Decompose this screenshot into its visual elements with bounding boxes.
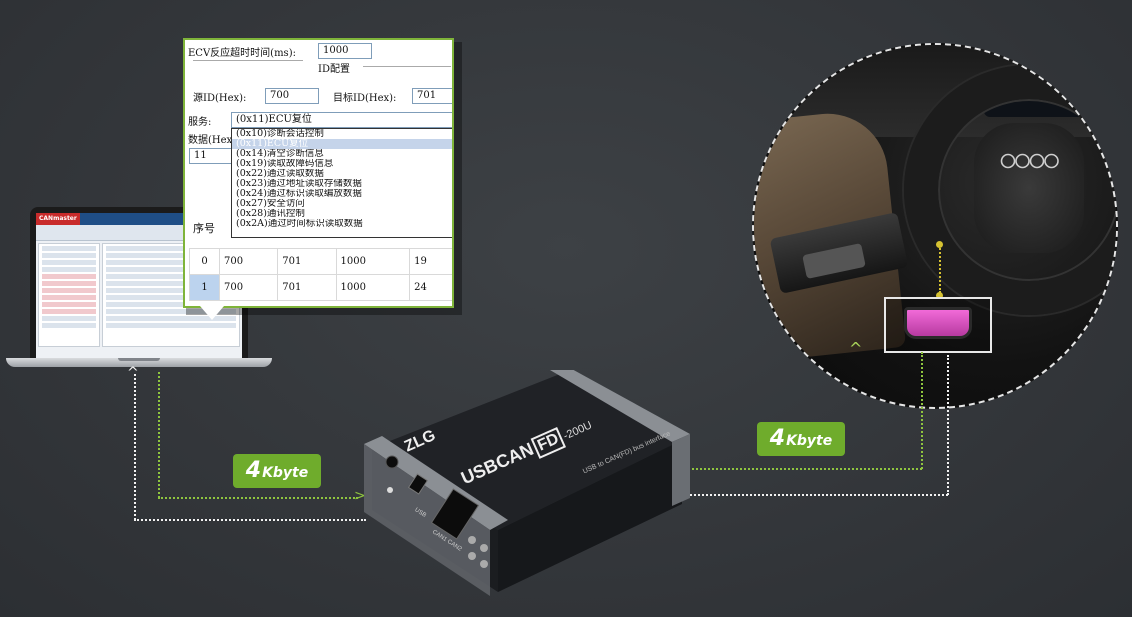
- uds-config-panel: ECV反应超时时间(ms): 1000 ID配置 源ID(Hex): 700 目…: [183, 38, 454, 308]
- obd-pointer-dot: [936, 292, 943, 299]
- steering-hub: [974, 123, 1084, 253]
- service-option-selected[interactable]: (0x11)ECU复位: [232, 139, 452, 149]
- throughput-badge-right: 4 Kbyte: [757, 422, 845, 456]
- badge-unit: Kbyte: [262, 465, 309, 481]
- service-option[interactable]: (0x22)通过读取数据: [236, 169, 324, 179]
- obd-pointer-dot: [936, 241, 943, 248]
- service-select[interactable]: (0x11)ECU复位: [231, 112, 452, 128]
- service-option[interactable]: (0x24)通过标识读取编放数据: [236, 189, 362, 199]
- badge-number: 4: [245, 458, 262, 483]
- laptop-base: [6, 358, 272, 367]
- link-laptop-white-vertical: [134, 374, 136, 520]
- ecv-timeout-label: ECV反应超时时间(ms):: [188, 48, 296, 59]
- service-option[interactable]: (0x19)读取故障码信息: [236, 159, 334, 169]
- cell-target: 701: [277, 274, 337, 301]
- service-option[interactable]: (0x10)诊断会话控制: [236, 129, 324, 139]
- arrow-up-icon: ^: [127, 365, 139, 381]
- link-car-white-horizontal: [682, 494, 948, 496]
- cell-source: 700: [218, 248, 279, 275]
- cell-index: 1: [189, 274, 220, 301]
- callout-pointer: [200, 306, 224, 320]
- cell-extra: 24: [409, 274, 452, 301]
- request-table: 0 700 701 1000 19 1 700 701 1000 24: [189, 248, 452, 301]
- data-input[interactable]: 11: [189, 148, 233, 164]
- cell-index: 0: [189, 248, 220, 275]
- data-label: 数据(Hex: [188, 135, 233, 146]
- chevron-up-icon: ^: [849, 339, 863, 358]
- obd-port: [904, 307, 972, 339]
- source-id-input[interactable]: 700: [265, 88, 319, 104]
- arrow-right-icon: >: [354, 488, 366, 504]
- obd-pointer-line: [939, 245, 941, 293]
- ecv-timeout-input[interactable]: 1000: [318, 43, 372, 59]
- car-logo-icon: [1000, 153, 1059, 169]
- cell-timeout: 1000: [335, 248, 411, 275]
- target-id-input[interactable]: 701: [412, 88, 452, 104]
- service-option[interactable]: (0x14)清空诊断信息: [236, 149, 324, 159]
- link-car-green-vertical: [921, 352, 923, 469]
- service-dropdown-list[interactable]: (0x10)诊断会话控制 (0x11)ECU复位 (0x14)清空诊断信息 (0…: [231, 128, 452, 238]
- config-pane: [38, 243, 100, 347]
- table-header-index: 序号: [193, 222, 215, 235]
- badge-unit: Kbyte: [786, 433, 833, 449]
- table-row[interactable]: 0 700 701 1000 19: [189, 248, 452, 275]
- section-divider-left: [193, 60, 303, 61]
- id-section-title: ID配置: [318, 64, 350, 75]
- usbcanfd-device: [364, 370, 690, 596]
- service-option[interactable]: (0x23)通过地址读取存储数据: [236, 179, 362, 189]
- cell-extra: 19: [409, 248, 452, 275]
- message-pane: [102, 243, 240, 347]
- source-id-label: 源ID(Hex):: [193, 93, 247, 104]
- section-divider-right: [363, 66, 451, 67]
- app-logo: CANmaster: [36, 213, 80, 225]
- cell-source: 700: [218, 274, 279, 301]
- link-laptop-white-horizontal: [134, 519, 366, 521]
- laptop-notch: [118, 358, 160, 361]
- service-option[interactable]: (0x27)安全访问: [236, 199, 305, 209]
- link-laptop-green-vertical: [158, 372, 160, 498]
- table-row[interactable]: 1 700 701 1000 24: [189, 274, 452, 301]
- link-car-green-horizontal: [684, 468, 922, 470]
- link-laptop-green-horizontal: [158, 497, 358, 499]
- cell-target: 701: [277, 248, 337, 275]
- cell-timeout: 1000: [335, 274, 411, 301]
- service-option[interactable]: (0x2A)通过时间标识读取数据: [236, 219, 363, 229]
- throughput-badge-left: 4 Kbyte: [233, 454, 321, 488]
- service-option[interactable]: (0x28)通讯控制: [236, 209, 305, 219]
- link-car-white-vertical: [947, 355, 949, 495]
- service-label: 服务:: [188, 117, 212, 128]
- car-interior-photo: ^: [752, 43, 1118, 409]
- badge-number: 4: [769, 426, 786, 451]
- target-id-label: 目标ID(Hex):: [333, 93, 397, 104]
